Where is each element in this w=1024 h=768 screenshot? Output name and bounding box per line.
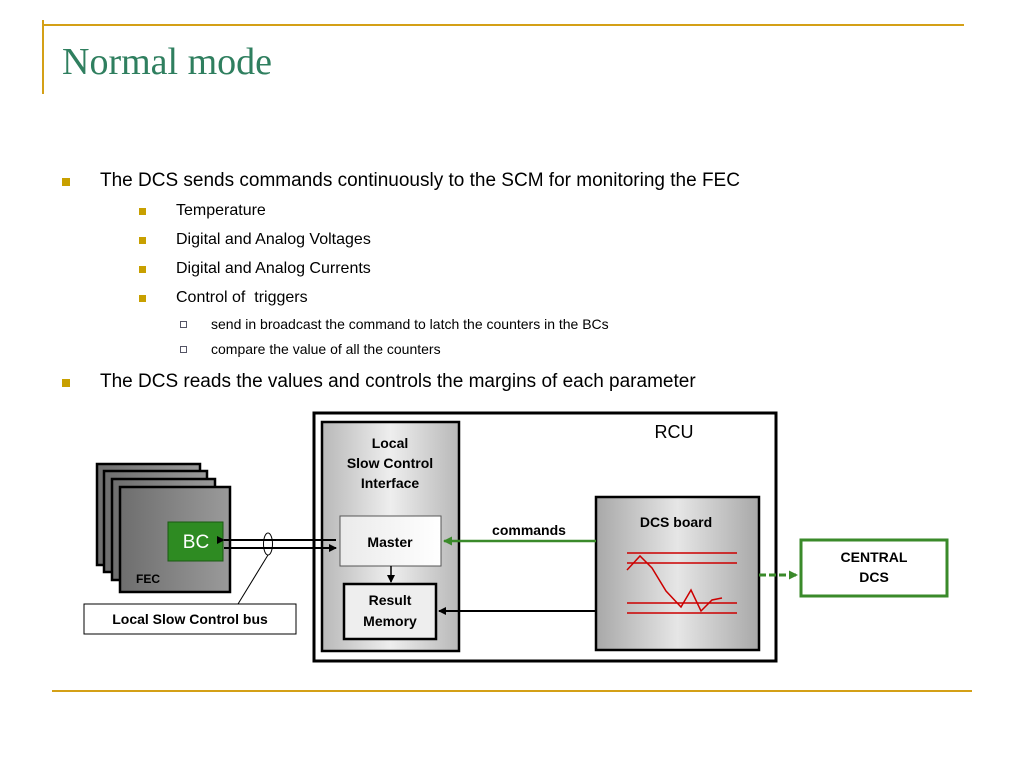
lsci-label-line3: Interface	[361, 475, 420, 491]
dcs-board-label: DCS board	[640, 514, 712, 530]
square-bullet-icon	[62, 178, 70, 186]
central-dcs-box	[799, 538, 949, 598]
central-label-line2: DCS	[859, 569, 889, 585]
bullet-level2: Temperature	[139, 202, 266, 220]
square-bullet-icon	[139, 208, 146, 215]
bullet-text: The DCS sends commands continuously to t…	[100, 170, 740, 191]
lsci-label-line1: Local	[372, 435, 409, 451]
bullet-text: The DCS reads the values and controls th…	[100, 371, 696, 392]
hollow-square-bullet-icon	[180, 346, 187, 353]
bullet-text: send in broadcast the command to latch t…	[211, 316, 609, 332]
bus-bundle-ellipse	[263, 532, 273, 556]
bc-label: BC	[183, 532, 209, 553]
square-bullet-icon	[139, 295, 146, 302]
fec-label: FEC	[136, 572, 160, 586]
bc-block	[167, 521, 224, 562]
master-box	[339, 515, 442, 567]
bullet-level3: send in broadcast the command to latch t…	[180, 316, 609, 332]
bus-callout-line	[237, 554, 269, 605]
result-memory-box	[342, 582, 438, 641]
master-label: Master	[367, 534, 413, 550]
square-bullet-icon	[139, 266, 146, 273]
slide-title: Normal mode	[62, 41, 273, 83]
bullet-text: Digital and Analog Voltages	[176, 231, 371, 248]
bullet-level2: Control of triggers	[139, 289, 308, 307]
bullet-text: Control of triggers	[176, 289, 308, 306]
bus-label: Local Slow Control bus	[112, 611, 268, 627]
footer-accent-rule	[52, 690, 972, 692]
square-bullet-icon	[62, 379, 70, 387]
bus-label-box	[83, 603, 297, 635]
title-accent-horizontal-rule	[42, 24, 964, 26]
result-label-line2: Memory	[363, 613, 417, 629]
commands-label: commands	[492, 522, 566, 538]
bullet-level1: The DCS sends commands continuously to t…	[62, 170, 740, 192]
bullet-level2: Digital and Analog Voltages	[139, 231, 371, 249]
result-label-line1: Result	[369, 592, 412, 608]
central-label-line1: CENTRAL	[841, 549, 908, 565]
bullet-level1: The DCS reads the values and controls th…	[62, 371, 696, 393]
bullet-level2: Digital and Analog Currents	[139, 260, 371, 278]
bullet-text: Digital and Analog Currents	[176, 260, 371, 277]
rcu-label: RCU	[655, 422, 694, 442]
signal-graph-icon	[626, 552, 737, 614]
bullet-text: compare the value of all the counters	[211, 341, 441, 357]
lsci-label-line2: Slow Control	[347, 455, 433, 471]
bullet-text: Temperature	[176, 202, 266, 219]
hollow-square-bullet-icon	[180, 321, 187, 328]
title-accent-vertical-rule	[42, 20, 44, 94]
square-bullet-icon	[139, 237, 146, 244]
bullet-level3: compare the value of all the counters	[180, 341, 441, 357]
